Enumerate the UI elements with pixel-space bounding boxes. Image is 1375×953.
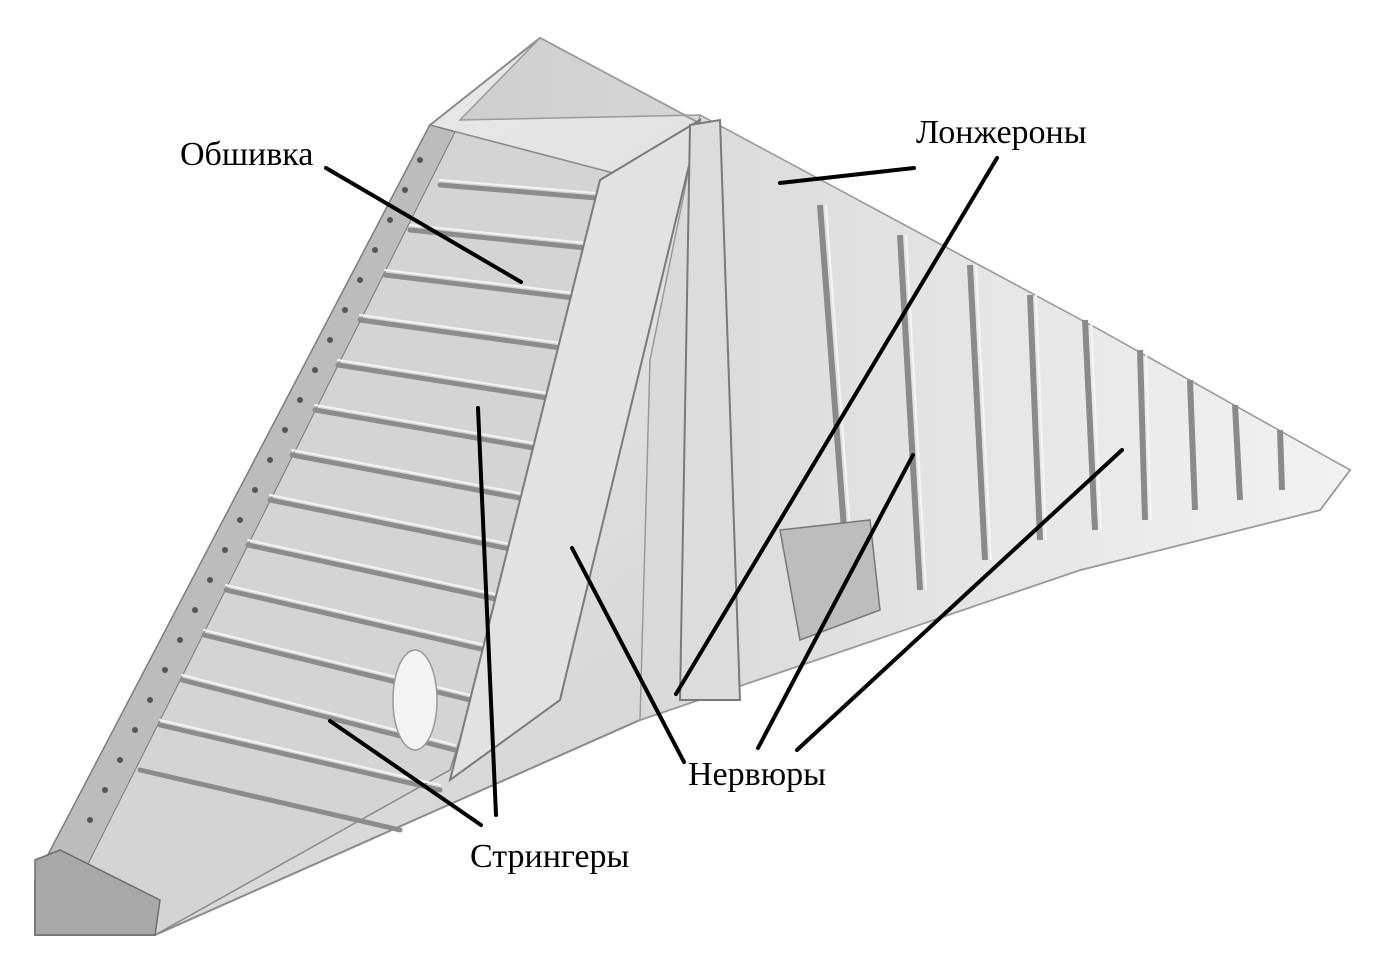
label-stringers: Стрингеры [470,838,630,875]
label-spars: Лонжероны [916,114,1087,151]
front-spar [448,117,702,783]
leader-stringers-2 [328,719,483,827]
leader-ribs-2 [756,453,915,750]
right-rib-bay [639,113,1352,722]
leader-lines [324,156,1124,827]
leader-ribs-1 [570,546,686,764]
access-opening [779,519,881,642]
leader-ribs-3 [795,448,1124,752]
stringer-lines [137,182,623,833]
leader-stringers-1 [476,406,498,817]
rear-spar [678,118,742,701]
stringer-highlights [159,179,621,786]
rivet-row [87,157,423,823]
leader-spars-2 [674,156,999,696]
rib-lines [817,204,1285,611]
fitting-part [392,649,438,751]
wing-root-cap [34,849,161,936]
label-ribs: Нервюры [688,756,826,793]
label-skin: Обшивка [180,136,314,173]
leader-skin [324,166,523,284]
leader-spars-1 [778,166,916,185]
